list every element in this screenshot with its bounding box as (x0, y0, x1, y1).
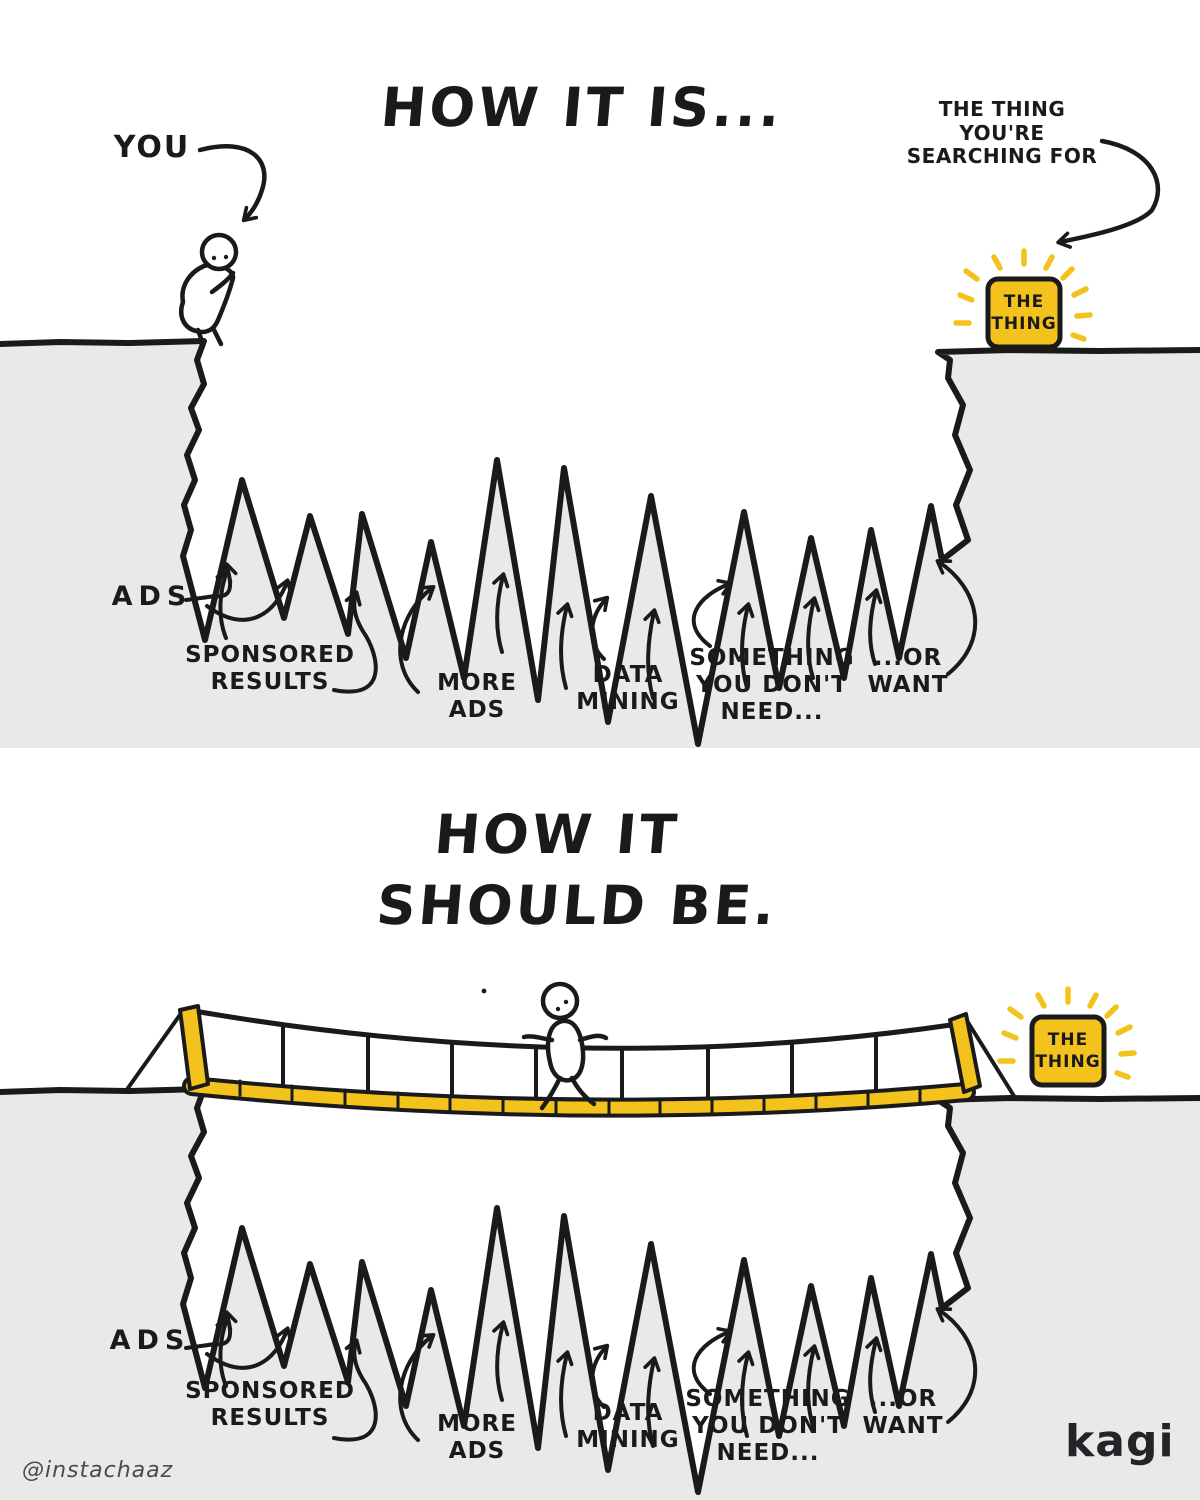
spike-arrows (184, 1307, 978, 1448)
spike-arrows (184, 559, 978, 700)
artist-credit: @instachaaz (22, 1458, 174, 1483)
thing-box (953, 248, 1093, 350)
panel-how-it-should-be: HOW IT SHOULD BE. THE THING ADS SPONSORE… (0, 748, 1200, 1500)
searching-arrow (1056, 138, 1161, 249)
ground-outline (0, 338, 1200, 747)
sponsored-results-label: SPONSORED RESULTS (185, 1378, 355, 1432)
stick-figure-peering (178, 232, 239, 347)
data-mining-label: DATA MINING (576, 1400, 680, 1454)
bridge-plank-ticks (238, 1079, 922, 1115)
searching-label: THE THING YOU'RE SEARCHING FOR (906, 97, 1098, 169)
bridge-guy-ropes (126, 1010, 1016, 1098)
panel2-title-line1: HOW IT (432, 803, 682, 866)
ground-shape (0, 341, 1200, 748)
bottom-scene-drawing (0, 981, 1200, 1500)
thing-box (997, 986, 1137, 1088)
bridge-vertical-ropes (281, 1024, 878, 1102)
bridge (126, 1004, 1016, 1118)
something-you-dont-need-label: SOMETHING YOU DON'T NEED... (685, 1386, 851, 1467)
bridge-right-post (948, 1012, 982, 1094)
ground-shape (0, 1089, 1200, 1500)
panel2-title-line2: SHOULD BE. (374, 874, 781, 937)
thing-box-label: THE THING (1035, 1030, 1101, 1073)
bridge-left-post (178, 1004, 210, 1091)
stray-dot (481, 988, 487, 994)
or-want-label: ...OR WANT (862, 1386, 944, 1440)
data-mining-label: DATA MINING (576, 662, 680, 716)
something-you-dont-need-label: SOMETHING YOU DON'T NEED... (689, 645, 855, 726)
you-arrow (197, 144, 267, 223)
ads-label: ADS (111, 581, 193, 612)
ground-outline (0, 1086, 1200, 1495)
sponsored-results-label: SPONSORED RESULTS (185, 642, 355, 696)
panel-how-it-is: HOW IT IS... YOU THE THING YOU'RE SEARCH… (0, 0, 1200, 748)
you-label: YOU (113, 130, 191, 165)
stick-figure-walking (481, 981, 609, 1111)
kagi-logo: kagi (1065, 1416, 1175, 1467)
panel1-title: HOW IT IS... (378, 76, 786, 139)
thing-box-label: THE THING (991, 292, 1057, 335)
more-ads-label: MORE ADS (437, 670, 517, 724)
top-scene-drawing (0, 138, 1200, 748)
or-want-label: ...OR WANT (867, 645, 949, 699)
more-ads-label: MORE ADS (437, 1411, 517, 1465)
bridge-deck (186, 1080, 972, 1114)
ads-label: ADS (109, 1325, 191, 1356)
